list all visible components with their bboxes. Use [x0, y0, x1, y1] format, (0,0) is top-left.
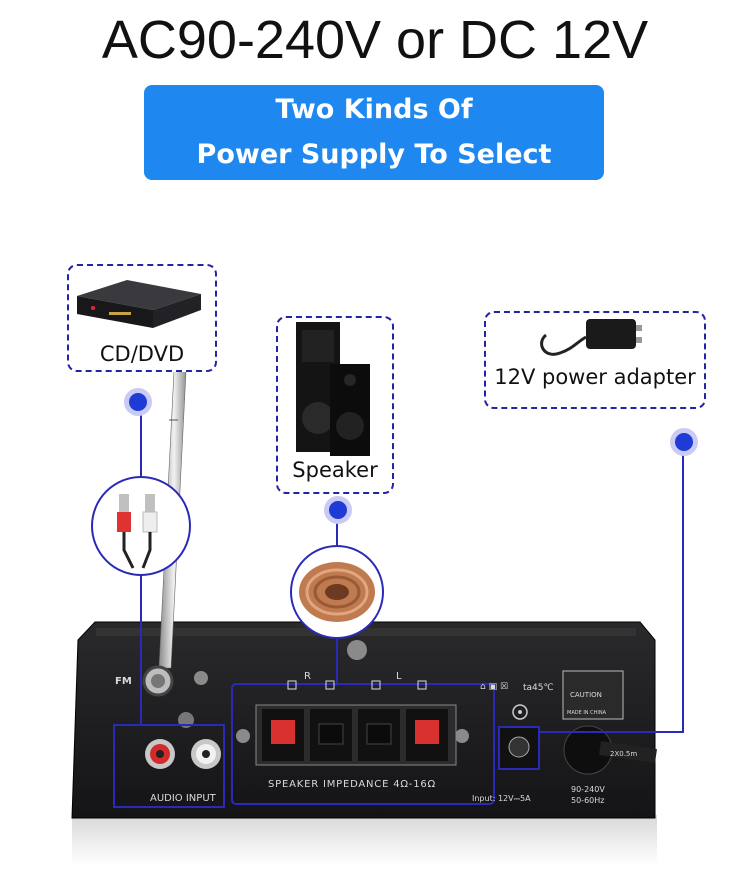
audio-input-jacks[interactable]: AUDIO INPUT: [113, 724, 225, 808]
power-supply-banner: Two Kinds Of Power Supply To Select: [144, 85, 604, 180]
channel-r-label: R: [304, 671, 311, 682]
dvd-player-image: [77, 280, 201, 328]
input-rating-label: Input: 12V⎓5A: [472, 794, 531, 803]
speaker-terminals[interactable]: R L SPEAKER IMPEDANCE 4Ω-16Ω: [231, 671, 495, 805]
temp-label: ta45℃: [523, 683, 554, 693]
rca-cable-circle: [91, 476, 191, 576]
power-adapter-label: 12V power adapter: [494, 365, 696, 389]
speaker-impedance-label: SPEAKER IMPEDANCE 4Ω-16Ω: [268, 779, 436, 790]
power-adapter-box: 12V power adapter: [484, 311, 706, 409]
banner-line-1: Two Kinds Of: [275, 94, 473, 125]
speaker-image: [296, 322, 370, 456]
headline: AC90-240V or DC 12V: [101, 10, 649, 70]
ac-rating-1: 90-240V: [571, 785, 605, 794]
screw: [347, 640, 367, 660]
made-in-label: MADE IN CHINA: [567, 710, 607, 716]
screw: [455, 729, 469, 743]
caution-label: CAUTION: [570, 691, 602, 699]
channel-l-label: L: [396, 671, 402, 682]
amp-reflection: [72, 815, 657, 865]
connector-dot-adapter: [670, 428, 698, 456]
rca-cable-image: [117, 494, 158, 569]
cable-mark: 2X0.5m: [610, 750, 637, 758]
speaker-wire-image: [299, 562, 375, 622]
banner-line-2: Power Supply To Select: [196, 139, 552, 170]
screw: [194, 671, 208, 685]
speaker-box: Speaker: [276, 316, 394, 494]
audio-input-label: AUDIO INPUT: [150, 793, 217, 804]
connector-dot-speaker: [324, 496, 352, 524]
cd-dvd-label: CD/DVD: [99, 342, 185, 366]
ac-rating-2: 50-60Hz: [571, 796, 604, 805]
warning-icons: ⌂ ▣ ☒: [480, 682, 508, 692]
connector-dot-cd: [124, 388, 152, 416]
speaker-label: Speaker: [292, 458, 378, 482]
screw: [236, 729, 250, 743]
speaker-wire-circle: [290, 545, 384, 639]
power-adapter-image: [540, 319, 642, 356]
cd-dvd-box: CD/DVD: [67, 264, 217, 372]
fm-label: FM: [115, 676, 132, 687]
dc-input-jack[interactable]: ⌂ ▣ ☒ ta45℃ Input: 12V⎓5A: [472, 682, 554, 803]
ac-input[interactable]: CAUTION MADE IN CHINA 2X0.5m 90-240V 50-…: [562, 670, 657, 805]
